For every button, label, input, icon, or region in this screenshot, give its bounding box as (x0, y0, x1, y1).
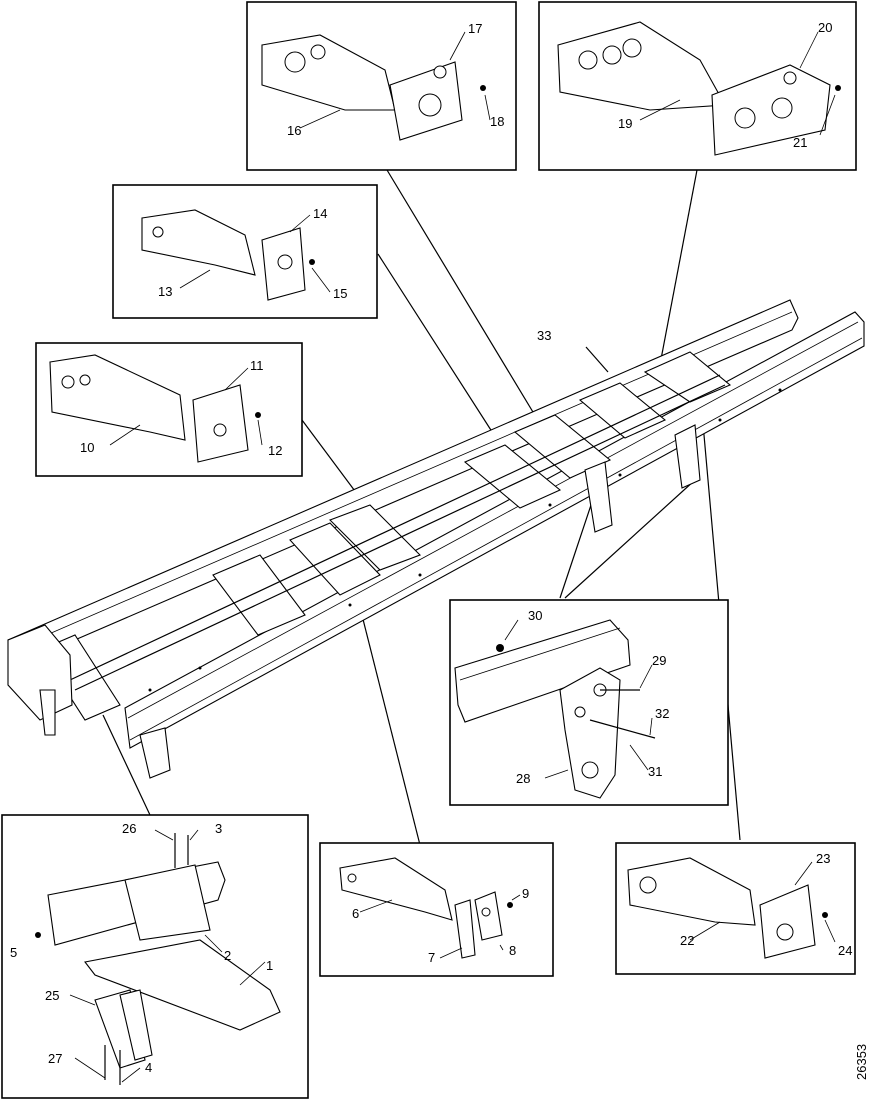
callout-9: 9 (522, 886, 529, 901)
frame-rivets (148, 388, 782, 692)
callout-14: 14 (313, 206, 327, 221)
panel-crossmember-6: 6 7 8 9 (319, 842, 554, 977)
callout-11: 11 (250, 358, 264, 373)
callout-5: 5 (10, 945, 17, 960)
right-frame-rail (124, 311, 865, 749)
callout-4: 4 (145, 1060, 152, 1075)
callout-18: 18 (490, 114, 504, 129)
chassis-frame (7, 299, 865, 779)
callout-22: 22 (680, 933, 694, 948)
callout-21: 21 (793, 135, 807, 150)
callout-16: 16 (287, 123, 301, 138)
callout-12: 12 (268, 443, 282, 458)
callout-33: 33 (537, 328, 551, 343)
callout-3: 3 (215, 821, 222, 836)
callout-29: 29 (652, 653, 666, 668)
callout-25: 25 (45, 988, 59, 1003)
callout-26: 26 (122, 821, 136, 836)
callout-1: 1 (266, 958, 273, 973)
panel-crossmember-13: 14 13 15 (112, 184, 378, 319)
callout-10: 10 (80, 440, 94, 455)
figure-reference-number: 26353 (854, 1044, 869, 1080)
callout-8: 8 (509, 943, 516, 958)
callout-17: 17 (468, 21, 482, 36)
panel-front-crossmember: 26 3 5 2 1 25 27 4 (1, 814, 309, 1099)
callout-30: 30 (528, 608, 542, 623)
callout-31: 31 (648, 764, 662, 779)
callout-13: 13 (158, 284, 172, 299)
panel-crossmember-19: 20 19 21 (538, 1, 857, 171)
callout-24: 24 (838, 943, 852, 958)
panel-crossmember-22: 23 22 24 (615, 842, 856, 975)
callout-19: 19 (618, 116, 632, 131)
callout-27: 27 (48, 1051, 62, 1066)
panel-spring-hanger-28: 30 29 32 31 28 (449, 599, 729, 806)
callout-20: 20 (818, 20, 832, 35)
callout-23: 23 (816, 851, 830, 866)
callout-32: 32 (655, 706, 669, 721)
panel-crossmember-10: 11 10 12 (35, 342, 303, 477)
callout-15: 15 (333, 286, 347, 301)
callout-6: 6 (352, 906, 359, 921)
callout-28: 28 (516, 771, 530, 786)
callout-7: 7 (428, 950, 435, 965)
callout-2: 2 (224, 948, 231, 963)
panel-crossmember-16: 17 16 18 (246, 1, 517, 171)
